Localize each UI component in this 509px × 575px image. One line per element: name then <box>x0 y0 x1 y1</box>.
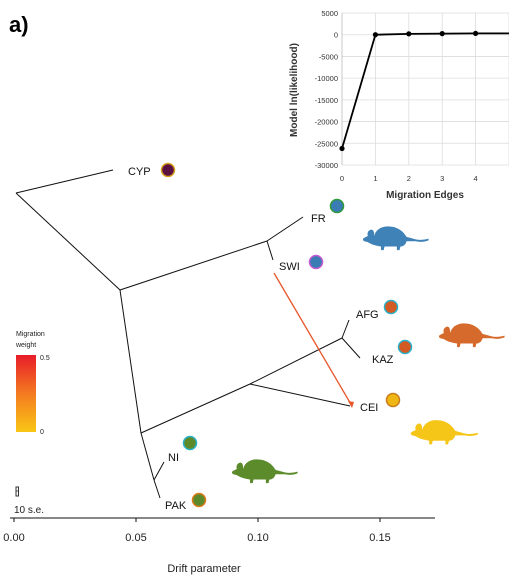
mouse-icon-castaneus-orange <box>439 323 505 348</box>
legend-max-label: 0.5 <box>40 355 50 362</box>
inset-x-tick-label: 1 <box>373 174 377 183</box>
scale-bar-label: 10 s.e. <box>14 505 44 516</box>
tree-edge-root-left <box>15 192 121 291</box>
population-label-swi: SWI <box>279 261 300 273</box>
inset-series-line <box>341 32 509 149</box>
inset-y-axis-label: Model ln(likelihood) <box>289 43 300 137</box>
drift-axis: 0.00 0.05 0.10 0.15 Drift parameter <box>3 517 435 575</box>
tree-edge-root-south <box>119 289 142 434</box>
drift-axis-tick-label: 0.15 <box>369 532 390 544</box>
inset-data-point <box>439 31 445 37</box>
drift-axis-tick-label: 0.05 <box>125 532 146 544</box>
population-dot-pak <box>191 492 207 508</box>
tree-edge-swi <box>266 240 274 261</box>
drift-axis-label: Drift parameter <box>167 563 241 575</box>
inset-y-tick-label: -10000 <box>315 74 338 83</box>
likelihood-inset-chart: 5000 0 -5000 -10000 -15000 -20000 -25000 -30000… <box>289 9 509 201</box>
population-dot-swi <box>308 254 324 270</box>
legend-color-bar <box>16 355 36 432</box>
inset-y-tick-labels: 5000 0 -5000 -10000 -15000 -20000 -25000 -30000 <box>315 9 338 170</box>
inset-y-tick-label: -25000 <box>315 139 338 148</box>
tree-edge-kaz <box>341 337 361 359</box>
population-dot-fr <box>329 198 345 214</box>
population-dot-afg <box>383 299 399 315</box>
inset-series <box>339 30 509 152</box>
legend-min-label: 0 <box>40 429 44 436</box>
tree-edge-fr <box>266 216 304 242</box>
inset-x-tick-label: 4 <box>474 174 478 183</box>
tree-edge-to-east <box>140 383 251 434</box>
population-label-afg: AFG <box>356 309 379 321</box>
legend-title-line1: Migration <box>16 331 45 338</box>
inset-y-tick-label: -5000 <box>319 52 338 61</box>
tree-edge-fr-swi-ancestor <box>119 240 268 291</box>
inset-data-point <box>339 145 345 152</box>
population-label-ni: NI <box>168 452 179 464</box>
mouse-icon-domesticus-blue <box>363 226 429 251</box>
population-dot-cyp <box>160 162 176 178</box>
tree-edge-ni <box>153 461 165 481</box>
population-label-kaz: KAZ <box>372 354 394 366</box>
mouse-icon-castaneus-yellow <box>410 420 478 445</box>
drift-axis-tick-label: 0.00 <box>3 532 24 544</box>
inset-y-tick-label: -20000 <box>315 118 338 127</box>
tree-edge-pak <box>153 479 161 499</box>
population-tree <box>15 169 361 499</box>
inset-y-tick-label: -15000 <box>315 96 338 105</box>
mouse-icon-castaneus-green <box>232 459 298 484</box>
inset-gridlines <box>341 12 509 166</box>
inset-data-point <box>406 31 412 37</box>
legend-title-line2: weight <box>15 342 36 349</box>
population-label-pak: PAK <box>165 500 187 512</box>
population-dot-cei <box>385 392 401 408</box>
migration-edge <box>273 272 354 408</box>
inset-data-point <box>473 30 479 37</box>
inset-x-tick-label: 2 <box>407 174 411 183</box>
population-label-cei: CEI <box>360 402 378 414</box>
inset-y-tick-label: -30000 <box>315 161 338 170</box>
tree-edge-east-ancestor <box>249 337 343 385</box>
inset-x-axis-label: Migration Edges <box>386 190 464 201</box>
population-label-fr: FR <box>311 213 326 225</box>
tree-edge-south-ancestor <box>140 432 155 481</box>
inset-x-tick-label: 3 <box>440 174 444 183</box>
inset-x-tick-labels: 0 1 2 3 4 <box>340 174 478 183</box>
inset-x-tick-label: 0 <box>340 174 344 183</box>
inset-y-tick-label: 0 <box>334 31 338 40</box>
tree-edge-afg <box>341 319 350 339</box>
population-label-cyp: CYP <box>128 166 151 178</box>
scale-bar: 10 s.e. <box>14 486 44 516</box>
panel-label: a) <box>9 12 29 37</box>
tree-edge-root-cyp <box>15 169 114 194</box>
inset-data-point <box>372 32 378 38</box>
population-dot-ni <box>182 435 198 451</box>
inset-y-tick-label: 5000 <box>321 9 338 18</box>
population-dot-kaz <box>397 339 413 355</box>
tree-edge-cei <box>249 383 351 407</box>
migration-weight-legend: Migration weight 0.5 0 <box>15 331 50 436</box>
drift-axis-tick-label: 0.10 <box>247 532 268 544</box>
